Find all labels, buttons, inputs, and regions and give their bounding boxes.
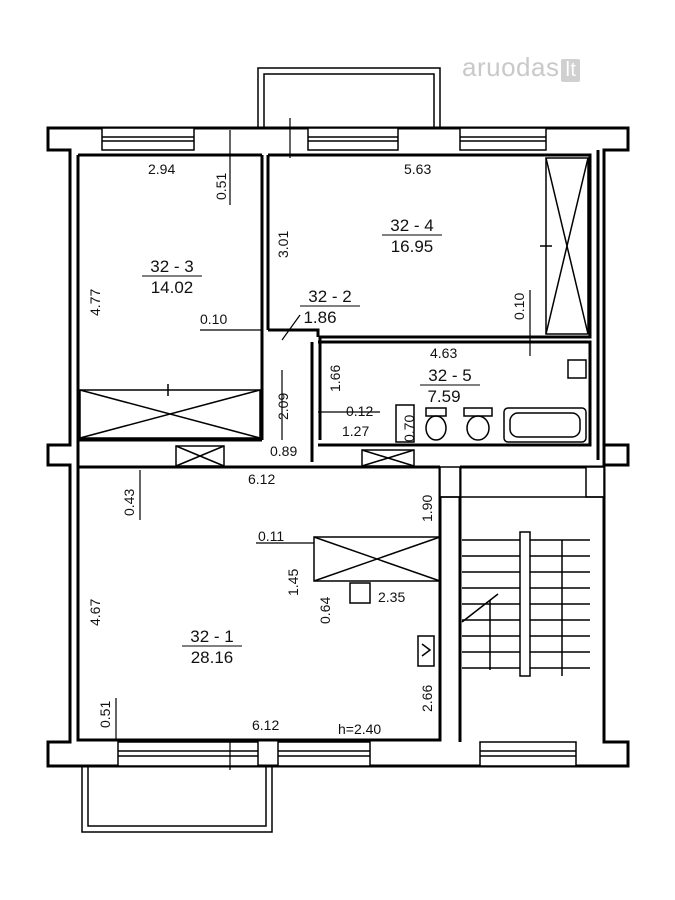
dimension-label: 1.27	[342, 423, 369, 439]
dimension-label: 0.12	[346, 403, 373, 419]
dimension-label: 1.66	[327, 365, 343, 392]
dimension-label: 0.11	[258, 528, 284, 544]
window-bottom-right	[479, 741, 577, 767]
room-area: 14.02	[151, 278, 194, 297]
room-area: 1.86	[303, 308, 336, 327]
dimension-label: 0.64	[317, 597, 333, 624]
inner-wall	[76, 155, 442, 742]
dimension-label: 0.43	[121, 489, 137, 516]
closet-room1	[313, 536, 441, 582]
dimension-label: 1.90	[419, 495, 435, 522]
dimension-label: 0.70	[401, 415, 417, 442]
outer-wall	[46, 126, 630, 768]
dimension-label: 2.66	[419, 685, 435, 712]
dimension-label: 0.10	[511, 293, 527, 320]
dimension-label: 2.94	[148, 161, 175, 177]
dimension-label: 4.77	[87, 289, 103, 316]
dimension-label: 4.63	[430, 345, 457, 361]
watermark-brand: aruodas	[462, 52, 560, 82]
room-id: 32 - 2	[308, 287, 351, 306]
dimension-label: 4.67	[87, 599, 103, 626]
room-id: 32 - 3	[150, 257, 193, 276]
room-id: 32 - 5	[428, 366, 471, 385]
watermark-tld: lt	[561, 59, 581, 82]
dimension-label: 2.09	[275, 393, 291, 420]
dimension-label: 2.35	[378, 589, 405, 605]
wardrobe-room3	[79, 389, 261, 439]
balcony-bottom	[81, 766, 273, 833]
room-area: 16.95	[391, 237, 434, 256]
room-id: 32 - 4	[390, 216, 433, 235]
dimension-label: 3.01	[275, 231, 291, 258]
balcony-top	[257, 67, 441, 128]
dimension-label: 0.51	[97, 701, 113, 728]
dimension-label: 1.45	[285, 569, 301, 596]
staircase	[440, 496, 604, 677]
room-area: 7.59	[427, 387, 460, 406]
toilet-icon	[425, 407, 447, 417]
window-top-left	[101, 127, 195, 151]
room-id: 32 - 1	[190, 627, 233, 646]
dimension-label: 6.12	[248, 471, 275, 487]
dimension-label: 5.63	[404, 161, 431, 177]
ceiling-height: h=2.40	[338, 721, 381, 737]
window-top-mid	[307, 127, 399, 151]
dimension-label: 0.51	[213, 173, 229, 200]
bathtub-icon	[503, 407, 587, 443]
sink-icon	[463, 407, 493, 417]
dimension-label: 0.10	[200, 311, 227, 327]
dimension-label: 0.89	[270, 443, 297, 459]
window-bottom-left	[117, 741, 259, 767]
window-bottom-mid	[277, 741, 371, 767]
window-top-right	[459, 127, 547, 151]
room-area: 28.16	[191, 648, 234, 667]
dimension-label: 6.12	[252, 717, 279, 733]
